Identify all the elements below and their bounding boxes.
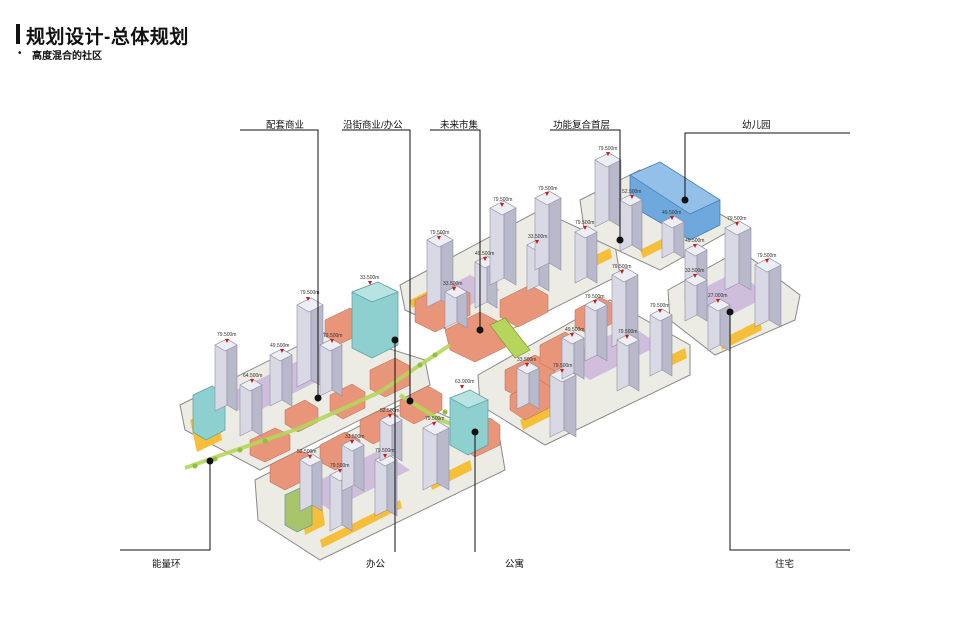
svg-text:79.500m: 79.500m bbox=[538, 186, 557, 192]
tower bbox=[296, 297, 324, 388]
tower bbox=[269, 348, 293, 407]
tower bbox=[341, 438, 365, 492]
svg-text:64.500m: 64.500m bbox=[243, 373, 262, 379]
tower bbox=[594, 152, 622, 228]
svg-text:79.500m: 79.500m bbox=[618, 329, 637, 335]
page-subtitle: 高度混合的社区 bbox=[32, 51, 102, 62]
svg-text:79.500m: 79.500m bbox=[585, 294, 604, 300]
tower bbox=[561, 331, 585, 380]
tower bbox=[374, 453, 398, 517]
tower bbox=[724, 220, 752, 291]
tower bbox=[299, 453, 323, 512]
svg-text:49.500m: 49.500m bbox=[475, 251, 494, 257]
svg-text:33.500m: 33.500m bbox=[685, 268, 704, 274]
tower bbox=[707, 298, 731, 352]
tower bbox=[422, 420, 450, 491]
svg-text:79.500m: 79.500m bbox=[650, 303, 669, 309]
svg-text:49.500m: 49.500m bbox=[565, 327, 584, 333]
svg-text:63.900m: 63.900m bbox=[455, 379, 474, 385]
tower bbox=[426, 232, 454, 308]
tower bbox=[534, 190, 562, 271]
svg-text:49.500m: 49.500m bbox=[662, 210, 681, 216]
svg-text:52.500m: 52.500m bbox=[380, 408, 399, 414]
tower bbox=[574, 225, 598, 284]
callout-office: 办公 bbox=[366, 559, 386, 570]
callout-future-market: 未来市集 bbox=[440, 120, 479, 131]
tower bbox=[649, 308, 673, 377]
svg-text:79.500m: 79.500m bbox=[323, 333, 342, 339]
svg-text:79.500m: 79.500m bbox=[330, 463, 349, 469]
svg-text:49.500m: 49.500m bbox=[270, 343, 289, 349]
tower bbox=[516, 361, 540, 410]
svg-text:33.500m: 33.500m bbox=[517, 357, 536, 363]
svg-text:79.500m: 79.500m bbox=[217, 332, 236, 338]
tower bbox=[754, 257, 782, 328]
callout-energy-ring: 能量环 bbox=[152, 559, 181, 570]
svg-text:33.500m: 33.500m bbox=[345, 434, 364, 440]
svg-text:52.500m: 52.500m bbox=[622, 189, 641, 195]
svg-text:27.000m: 27.000m bbox=[708, 293, 727, 299]
market-hall-block bbox=[489, 317, 531, 359]
residential-towers bbox=[214, 152, 782, 532]
svg-text:79.500m: 79.500m bbox=[598, 146, 617, 152]
tower bbox=[239, 378, 263, 437]
svg-text:79.500m: 79.500m bbox=[300, 290, 319, 296]
tower bbox=[661, 215, 685, 259]
tower bbox=[616, 333, 640, 392]
svg-text:79.500m: 79.500m bbox=[493, 197, 512, 203]
svg-text:79.500m: 79.500m bbox=[575, 220, 594, 226]
tower bbox=[584, 298, 608, 362]
svg-text:49.500m: 49.500m bbox=[685, 238, 704, 244]
svg-text:33.500m: 33.500m bbox=[443, 281, 462, 287]
svg-text:33.500m: 33.500m bbox=[360, 275, 379, 281]
svg-text:79.500m: 79.500m bbox=[375, 448, 394, 454]
svg-text:79.500m: 79.500m bbox=[757, 253, 776, 259]
callout-apartment: 公寓 bbox=[505, 559, 525, 570]
callout-functional-podium: 功能复合首层 bbox=[553, 120, 611, 131]
callout-supporting-commercial: 配套商业 bbox=[266, 120, 305, 131]
tower bbox=[319, 338, 343, 397]
svg-text:79.500m: 79.500m bbox=[612, 264, 631, 270]
height-markers bbox=[225, 152, 769, 473]
tower bbox=[444, 285, 468, 329]
callout-dots bbox=[206, 196, 734, 465]
page-title: 规划设计-总体规划 bbox=[26, 27, 189, 48]
tower bbox=[619, 193, 643, 252]
svg-text:79.500m: 79.500m bbox=[553, 363, 572, 369]
bullet-icon: • bbox=[18, 48, 22, 59]
title-marker bbox=[16, 24, 20, 44]
tower bbox=[214, 338, 238, 412]
callout-street-commercial-office: 沿街商业/办公 bbox=[343, 120, 403, 131]
height-labels: 79.500m 79.500m 49.500m 64.500m 79.500m … bbox=[217, 146, 776, 469]
tower bbox=[684, 273, 708, 322]
callout-lines bbox=[120, 129, 850, 552]
kindergarten-block bbox=[629, 161, 721, 241]
svg-text:79.500m: 79.500m bbox=[727, 216, 746, 222]
tower bbox=[611, 267, 639, 348]
svg-text:33.500m: 33.500m bbox=[528, 234, 547, 240]
callout-kindergarten: 幼儿园 bbox=[742, 120, 771, 131]
svg-text:79.500m: 79.500m bbox=[430, 230, 449, 236]
tower bbox=[489, 200, 517, 286]
callout-residential: 住宅 bbox=[775, 559, 795, 570]
teal-towers bbox=[192, 281, 489, 533]
svg-text:52.500m: 52.500m bbox=[297, 449, 316, 455]
svg-text:79.500m: 79.500m bbox=[425, 416, 444, 422]
